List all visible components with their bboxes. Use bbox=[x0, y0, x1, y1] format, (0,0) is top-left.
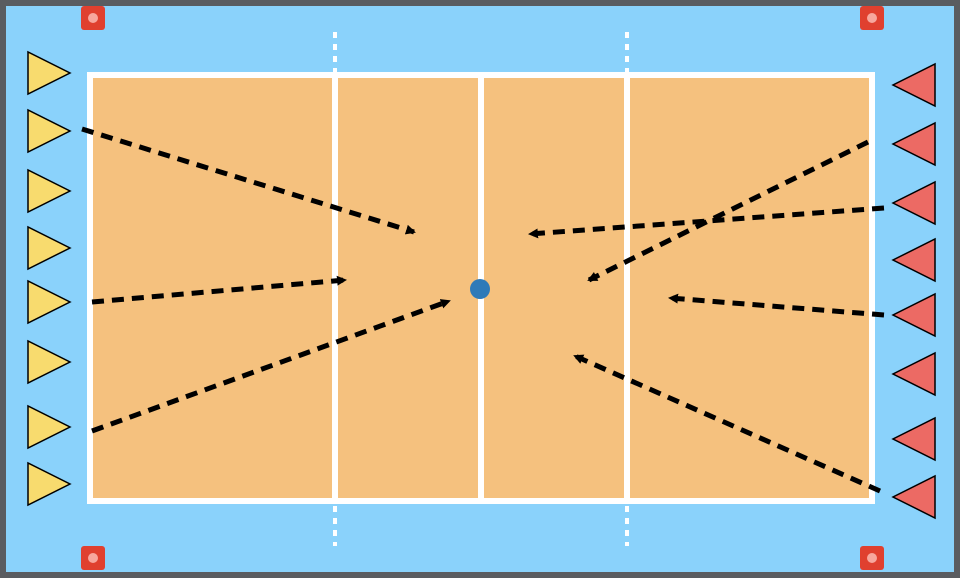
cone-marker-icon bbox=[81, 6, 105, 30]
triangle-right-icon bbox=[27, 279, 72, 325]
left-team bbox=[27, 50, 72, 507]
cone-marker-icon bbox=[81, 546, 105, 570]
triangle-left-icon bbox=[891, 351, 936, 397]
pass-arrow bbox=[91, 298, 451, 434]
triangle-right-icon bbox=[27, 50, 72, 96]
triangle-right-icon bbox=[27, 404, 72, 450]
triangle-right-icon bbox=[27, 461, 72, 507]
triangle-left-icon bbox=[891, 237, 936, 283]
triangle-left-icon bbox=[891, 474, 936, 520]
triangle-left-icon bbox=[891, 121, 936, 167]
triangle-left-icon bbox=[891, 292, 936, 338]
triangle-right-icon bbox=[27, 108, 72, 154]
pass-arrows bbox=[81, 126, 885, 494]
triangle-right-icon bbox=[27, 225, 72, 271]
cone-marker-icon bbox=[860, 546, 884, 570]
ball-icon bbox=[470, 279, 490, 299]
triangle-right-icon bbox=[27, 168, 72, 214]
right-team bbox=[891, 62, 936, 520]
pass-arrow bbox=[81, 126, 416, 235]
pass-arrow bbox=[91, 275, 347, 305]
pass-arrow bbox=[668, 293, 885, 318]
cone-marker-icon bbox=[860, 6, 884, 30]
triangle-left-icon bbox=[891, 180, 936, 226]
pass-arrow bbox=[587, 139, 870, 283]
triangle-left-icon bbox=[891, 62, 936, 108]
corner-markers bbox=[81, 6, 884, 570]
pass-arrow bbox=[573, 353, 882, 494]
triangle-right-icon bbox=[27, 339, 72, 385]
triangle-left-icon bbox=[891, 416, 936, 462]
